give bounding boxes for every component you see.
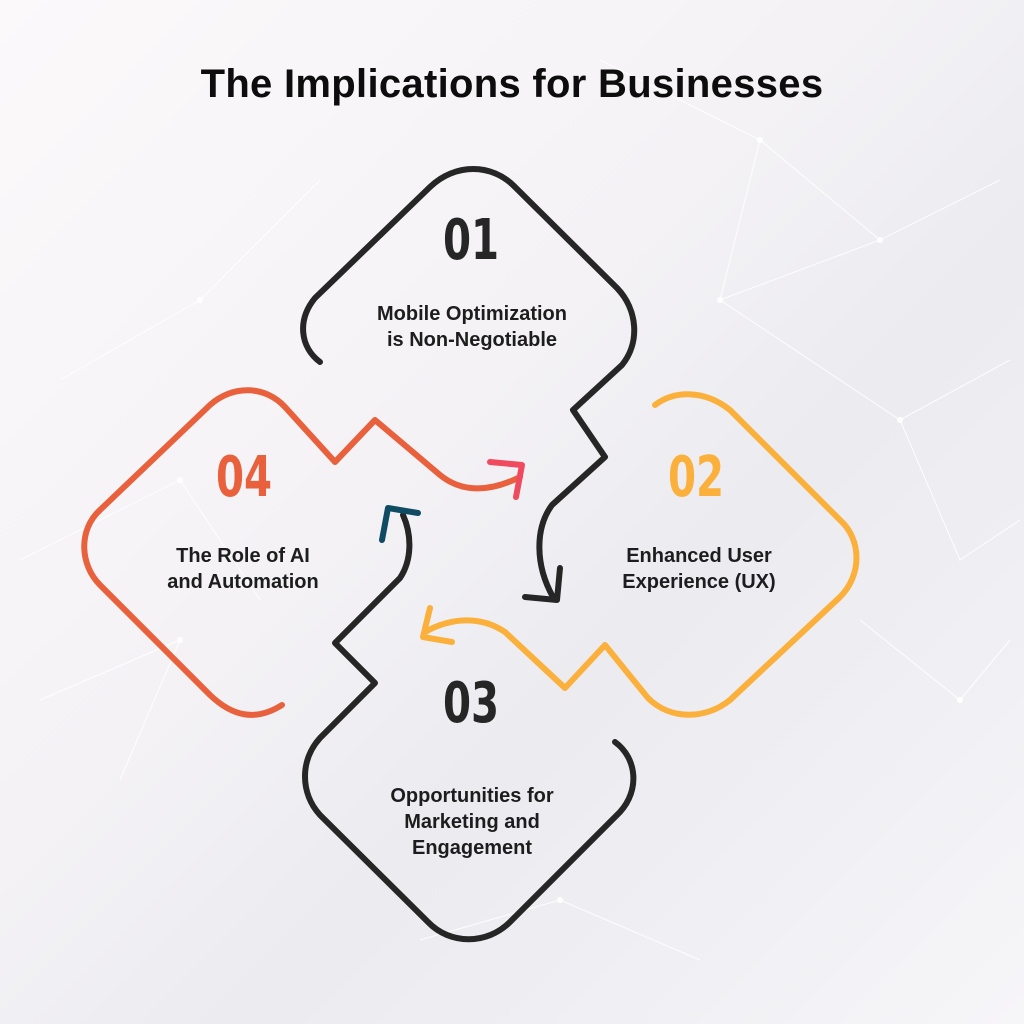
step-03-label-line-1: Opportunities for xyxy=(390,785,554,807)
step-03-label-line-3: Engagement xyxy=(411,837,533,859)
step-01-label: Mobile Optimization is Non-Negotiable xyxy=(332,301,612,353)
page-title: The Implications for Businesses xyxy=(200,62,824,106)
step-03-label: Opportunities for Marketing and Engageme… xyxy=(342,783,602,861)
arrow-head-orange xyxy=(420,605,455,645)
step-04-outline xyxy=(81,387,523,718)
step-02-number: 02 xyxy=(667,445,725,510)
arrow-head-teal xyxy=(379,505,421,543)
step-02-label: Enhanced User Experience (UX) xyxy=(572,543,826,595)
step-04-label: The Role of AI and Automation xyxy=(118,543,368,595)
step-04-number: 04 xyxy=(215,445,273,510)
arrow-head-pink xyxy=(487,459,525,500)
step-01-number: 01 xyxy=(442,208,500,273)
arrow-head-dark xyxy=(522,565,563,603)
step-01-outline xyxy=(300,166,638,600)
step-04-label-line-1: The Role of AI xyxy=(176,545,310,567)
step-04-label-line-2: and Automation xyxy=(167,571,319,593)
step-03-outline xyxy=(302,512,637,943)
step-02-outline xyxy=(422,391,860,718)
step-02-label-line-1: Enhanced User xyxy=(626,545,772,567)
step-01-label-line-1: Mobile Optimization xyxy=(377,303,567,325)
step-01-label-line-2: is Non-Negotiable xyxy=(386,329,557,351)
step-03-number: 03 xyxy=(442,671,500,736)
step-02-label-line-2: Experience (UX) xyxy=(622,571,776,593)
step-03-label-line-2: Marketing and xyxy=(404,811,540,833)
